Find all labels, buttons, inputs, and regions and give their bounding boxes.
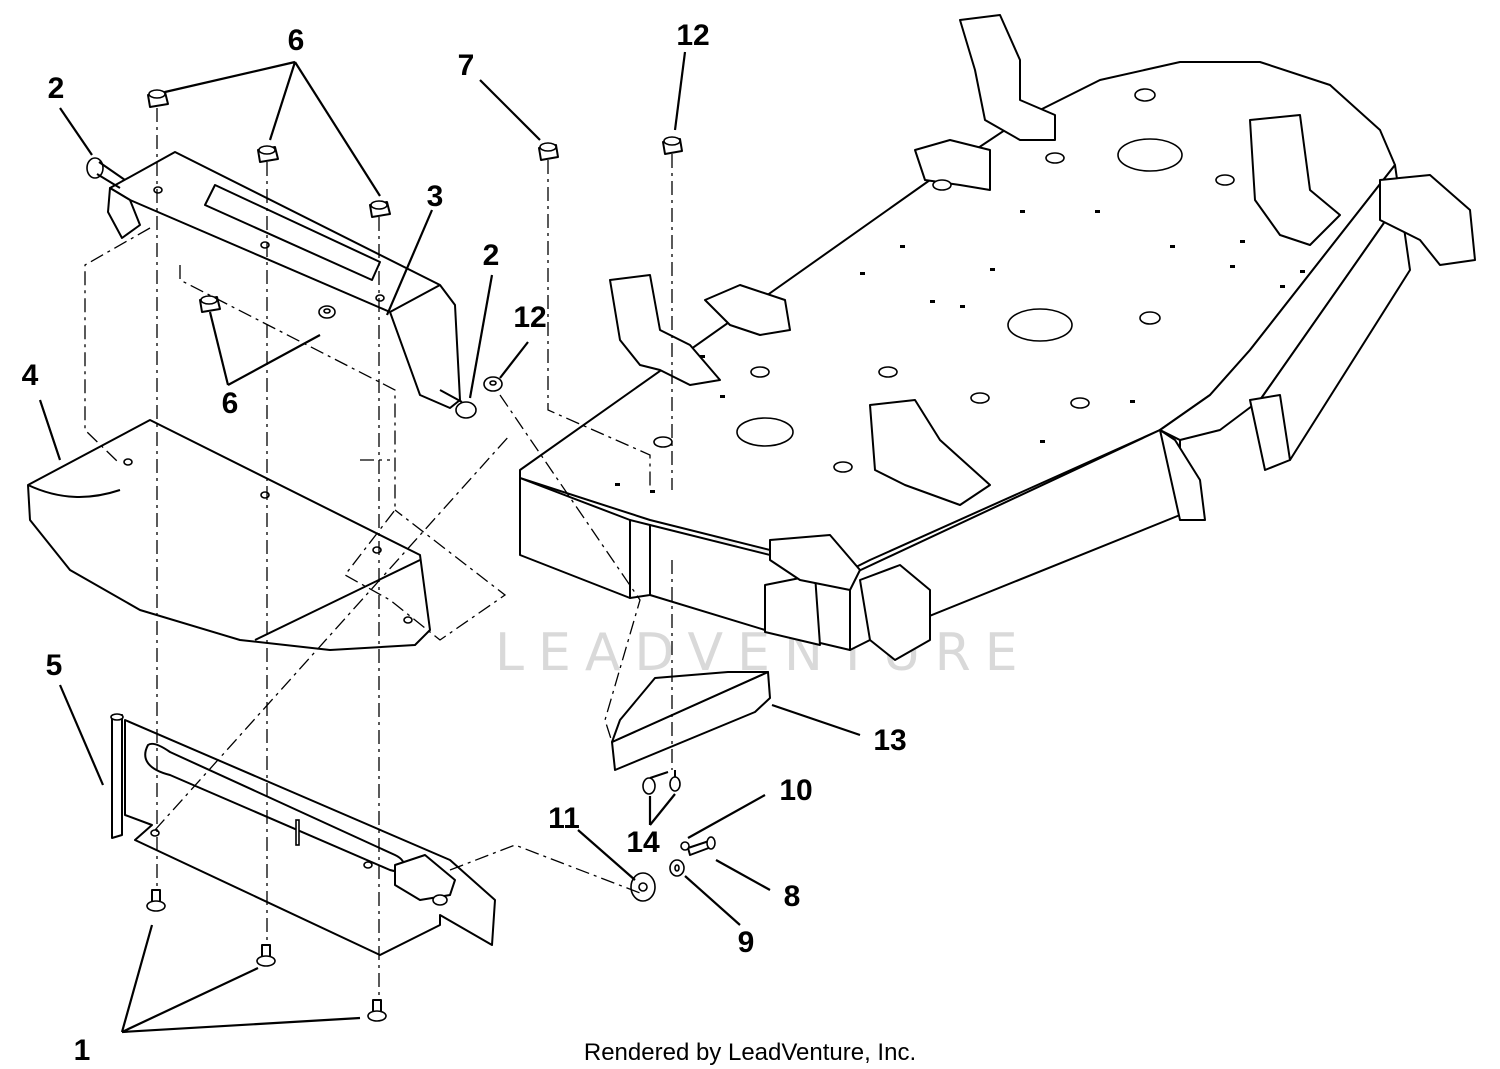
callout-12-left: 12 bbox=[513, 301, 546, 334]
rivet-14-b bbox=[669, 770, 681, 792]
bolt-2-b bbox=[439, 389, 477, 419]
callout-2-right: 2 bbox=[483, 239, 500, 272]
callout-8: 8 bbox=[784, 880, 801, 913]
nut-7 bbox=[538, 142, 559, 161]
callout-3: 3 bbox=[427, 180, 444, 213]
rivet-14-a bbox=[642, 771, 669, 795]
nut-10 bbox=[680, 841, 690, 851]
callout-6-top: 6 bbox=[288, 24, 305, 57]
deck-mounting-holes bbox=[615, 210, 1305, 493]
nut-6-e bbox=[318, 305, 336, 319]
callout-1: 1 bbox=[74, 1034, 91, 1067]
nut-12-b bbox=[483, 376, 503, 392]
callout-9: 9 bbox=[738, 926, 755, 959]
callout-7: 7 bbox=[458, 49, 475, 82]
part-4-deflector-plate bbox=[27, 419, 431, 651]
bolt-1-a bbox=[146, 889, 166, 912]
bolt-8 bbox=[687, 836, 716, 856]
nut-6-b bbox=[257, 145, 279, 163]
callout-12-top: 12 bbox=[676, 19, 709, 52]
mower-deck bbox=[519, 14, 1476, 661]
nut-6-d bbox=[199, 295, 221, 313]
washer-9 bbox=[669, 859, 685, 877]
callout-11: 11 bbox=[548, 802, 580, 835]
nut-6-a bbox=[147, 89, 169, 108]
part-13-plate bbox=[611, 671, 771, 771]
hardware bbox=[86, 89, 716, 1022]
callout-10: 10 bbox=[779, 774, 812, 807]
callout-13: 13 bbox=[873, 724, 906, 757]
bolt-1-c bbox=[367, 999, 387, 1022]
callout-6-middle: 6 bbox=[222, 387, 239, 420]
callout-5: 5 bbox=[46, 649, 63, 682]
callout-2-left: 2 bbox=[48, 72, 65, 105]
leader-lines bbox=[38, 51, 861, 1034]
callout-14: 14 bbox=[626, 826, 660, 859]
nut-6-c bbox=[369, 200, 391, 218]
footer-credit: Rendered by LeadVenture, Inc. bbox=[584, 1039, 916, 1066]
callout-4: 4 bbox=[22, 359, 39, 392]
bolt-1-b bbox=[256, 944, 276, 967]
nut-12-a bbox=[662, 136, 683, 155]
assembly-lines bbox=[84, 108, 673, 1000]
part-5-lower-bracket bbox=[110, 713, 496, 956]
callouts: 6 2 3 2 12 4 6 7 12 5 13 10 11 14 8 9 1 bbox=[22, 19, 907, 1067]
bolt-2-a bbox=[86, 157, 126, 189]
bushing-11 bbox=[630, 872, 656, 902]
part-3-upper-baffle bbox=[107, 151, 461, 409]
